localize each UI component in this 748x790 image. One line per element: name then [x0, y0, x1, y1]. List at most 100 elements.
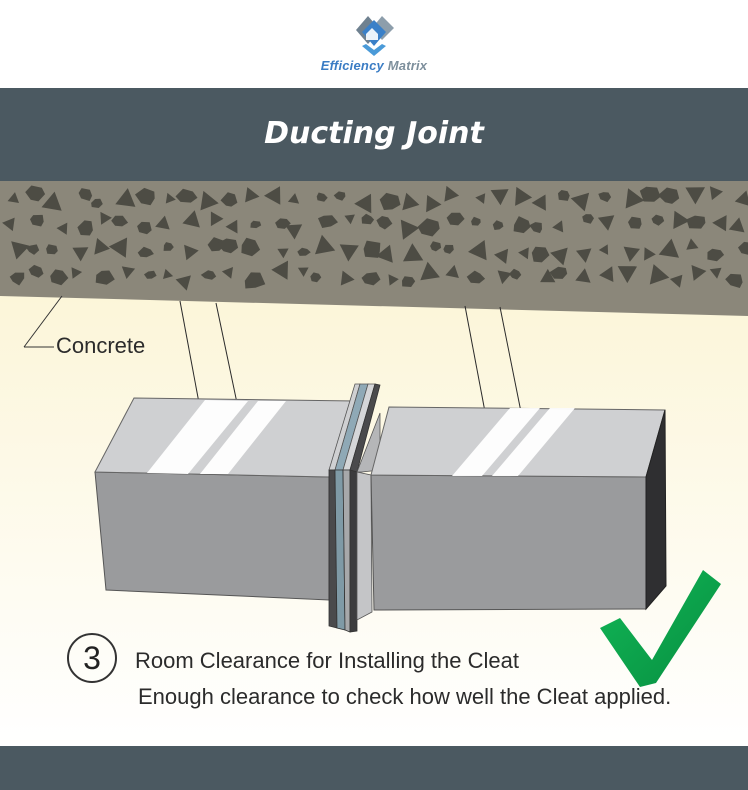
- aggregate-stone: [220, 192, 238, 207]
- aggregate-stone: [200, 270, 217, 280]
- aggregate-stone: [30, 214, 44, 227]
- aggregate-stone: [497, 270, 512, 285]
- aggregate-stone: [137, 246, 154, 258]
- logo-area: Efficiency Matrix: [0, 0, 748, 88]
- aggregate-stone: [540, 268, 556, 283]
- aggregate-stone: [244, 272, 266, 289]
- right-duct-end-face: [645, 409, 667, 611]
- aggregate-stone: [361, 213, 375, 225]
- aggregate-stone: [738, 241, 748, 255]
- aggregate-stone: [41, 191, 62, 211]
- aggregate-stone: [77, 220, 93, 236]
- aggregate-stone: [155, 215, 170, 230]
- aggregate-stone: [400, 219, 420, 240]
- aggregate-stone: [375, 244, 393, 263]
- aggregate-stone: [709, 267, 722, 279]
- aggregate-stone: [165, 192, 176, 204]
- aggregate-stone: [50, 269, 69, 286]
- aggregate-stone: [426, 195, 442, 213]
- aggregate-stone: [315, 234, 336, 255]
- aggregate-stone: [184, 244, 199, 261]
- aggregate-stone: [376, 216, 393, 230]
- right-duct-front-face: [370, 474, 647, 611]
- aggregate-stone: [163, 268, 174, 279]
- aggregate-stone: [403, 243, 424, 262]
- aggregate-stone: [200, 190, 219, 211]
- aggregate-stone: [95, 270, 115, 285]
- aggregate-stone: [264, 186, 281, 205]
- aggregate-stone: [475, 193, 486, 204]
- concrete-leader-line: [23, 295, 63, 348]
- aggregate-stone: [531, 194, 546, 211]
- aggregate-stone: [712, 215, 727, 232]
- aggregate-stone: [71, 267, 83, 279]
- step-title: Room Clearance for Installing the Cleat: [135, 648, 519, 673]
- aggregate-stone: [402, 276, 416, 287]
- aggregate-stone: [576, 248, 592, 263]
- aggregate-stone: [444, 185, 460, 202]
- aggregate-stone: [271, 260, 288, 280]
- aggregate-stone: [354, 193, 372, 214]
- aggregate-stone: [558, 190, 570, 201]
- footer-band: [0, 746, 748, 790]
- aggregate-stone: [78, 188, 93, 201]
- hanger-rods: [179, 300, 522, 471]
- aggregate-stone: [490, 189, 509, 206]
- aggregate-stone: [658, 238, 679, 258]
- aggregate-stone: [210, 211, 224, 227]
- aggregate-stone: [245, 187, 260, 203]
- aggregate-stone: [318, 215, 338, 228]
- aggregate-stone: [734, 190, 748, 206]
- aggregate-stone: [46, 244, 58, 255]
- aggregate-stone: [310, 272, 322, 283]
- aggregate-stone: [509, 268, 522, 280]
- aggregate-stone: [471, 216, 481, 226]
- concrete-label: Concrete: [56, 333, 146, 358]
- aggregate-stone: [100, 211, 112, 225]
- aggregate-stone: [570, 192, 590, 212]
- aggregate-stone: [513, 216, 531, 234]
- aggregate-stone: [339, 244, 359, 262]
- aggregate-stone: [549, 266, 568, 279]
- aggregate-stone: [388, 274, 399, 286]
- aggregate-stone: [725, 273, 743, 288]
- aggregate-stone: [582, 214, 594, 224]
- aggregate-stone: [685, 187, 705, 205]
- aggregate-stone: [2, 217, 15, 232]
- aggregate-stone: [598, 192, 612, 203]
- aggregate-stone: [492, 220, 504, 230]
- duct-joint-flange: [328, 383, 381, 633]
- aggregate-stone: [241, 237, 261, 257]
- aggregate-stone: [163, 242, 174, 251]
- aggregate-stone: [669, 274, 683, 288]
- aggregate-stone: [552, 220, 564, 233]
- aggregate-stone: [531, 246, 550, 263]
- aggregate-stone: [575, 268, 591, 283]
- aggregate-stone: [639, 186, 661, 202]
- aggregate-stone: [340, 270, 355, 286]
- step-number-badge: 3: [67, 633, 117, 683]
- aggregate-stone: [277, 248, 289, 259]
- aggregate-stone: [361, 272, 381, 286]
- aggregate-stone: [175, 275, 191, 291]
- left-duct-front-face: [94, 471, 330, 601]
- aggregate-stone: [121, 266, 136, 279]
- aggregate-stone: [182, 210, 200, 228]
- aggregate-stone: [709, 186, 723, 201]
- checkmark-icon: [600, 570, 721, 687]
- aggregate-stone: [430, 241, 442, 252]
- aggregate-stone: [137, 221, 152, 235]
- aggregate-stone: [445, 264, 459, 278]
- aggregate-stone: [7, 192, 19, 203]
- light-reflection: [147, 400, 248, 474]
- brand-name-part1: Efficiency: [320, 58, 384, 73]
- aggregate-stone: [598, 244, 609, 255]
- aggregate-stone: [529, 222, 542, 234]
- brand-name-part2: Matrix: [387, 58, 428, 73]
- aggregate-stone: [623, 246, 640, 262]
- aggregate-stone: [91, 198, 103, 208]
- aggregate-stone: [111, 215, 129, 227]
- aggregate-stone: [649, 264, 670, 285]
- right-duct: [370, 406, 667, 611]
- aggregate-stone: [56, 222, 68, 235]
